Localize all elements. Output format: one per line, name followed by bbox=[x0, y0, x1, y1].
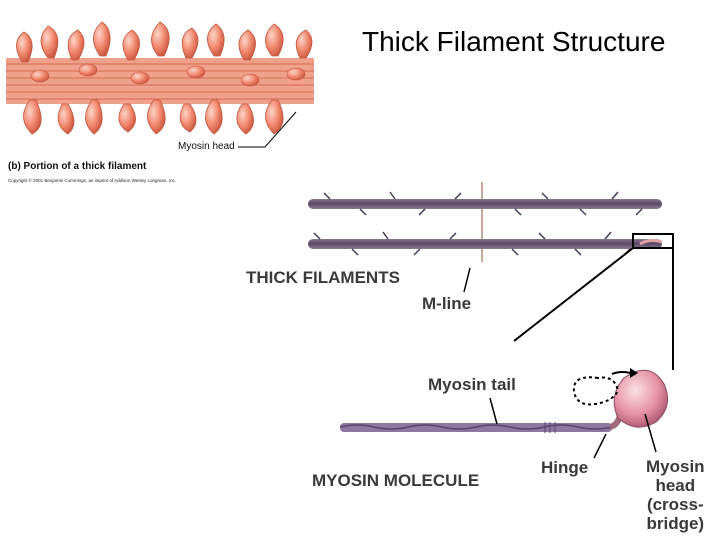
myosin-head-crossbridge-label: Myosin head (cross- bridge) bbox=[646, 457, 705, 533]
inset-myosin-head-label: Myosin head bbox=[178, 141, 235, 152]
inset-filament bbox=[6, 22, 314, 147]
myosin-tail-label: Myosin tail bbox=[428, 375, 516, 395]
myosin-molecule-label: MYOSIN MOLECULE bbox=[312, 471, 479, 491]
inset-copyright: Copyright © 2001 Benjamin Cummings, an i… bbox=[8, 178, 176, 183]
inset-caption: (b) Portion of a thick filament bbox=[8, 161, 146, 172]
m-line-label: M-line bbox=[422, 294, 471, 314]
hinge-label: Hinge bbox=[541, 458, 588, 478]
thick-filaments-label: THICK FILAMENTS bbox=[246, 268, 400, 288]
